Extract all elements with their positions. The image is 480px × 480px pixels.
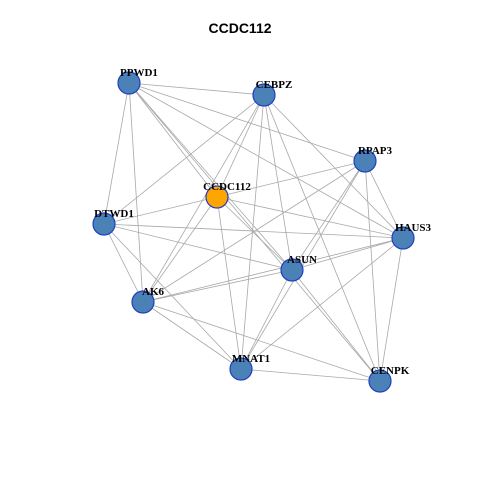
edge-haus3-ak6 bbox=[142, 237, 404, 303]
node-haus3[interactable] bbox=[391, 226, 415, 250]
edge-ccdc112-ak6 bbox=[142, 196, 218, 303]
edge-dtwd1-mnat1 bbox=[103, 223, 242, 370]
edge-ccdc112-haus3 bbox=[216, 196, 404, 239]
node-label-haus3: HAUS3 bbox=[395, 222, 432, 234]
node-dtwd1[interactable] bbox=[92, 212, 116, 236]
edge-haus3-mnat1 bbox=[240, 237, 404, 370]
edge-cebpz-dtwd1 bbox=[103, 94, 265, 225]
edge-ppwd1-cenpk bbox=[128, 82, 381, 382]
edge-layer bbox=[103, 82, 404, 382]
edge-ppwd1-cebpz bbox=[128, 82, 265, 96]
node-cebpz[interactable] bbox=[252, 83, 276, 107]
node-label-ccdc112: CCDC112 bbox=[203, 181, 251, 193]
node-label-mnat1: MNAT1 bbox=[232, 353, 270, 365]
edge-rpap3-haus3 bbox=[364, 160, 404, 239]
edge-ppwd1-ccdc112 bbox=[128, 82, 218, 198]
edge-ak6-cenpk bbox=[142, 301, 381, 382]
graph-title: CCDC112 bbox=[208, 20, 272, 36]
node-ppwd1[interactable] bbox=[117, 71, 141, 95]
node-label-dtwd1: DTWD1 bbox=[94, 208, 134, 220]
edge-cebpz-ak6 bbox=[142, 94, 265, 303]
edge-rpap3-asun bbox=[291, 160, 366, 271]
edge-asun-ak6 bbox=[142, 269, 293, 303]
node-ak6[interactable] bbox=[131, 290, 155, 314]
edge-rpap3-cenpk bbox=[364, 160, 381, 382]
node-label-cebpz: CEBPZ bbox=[256, 79, 293, 91]
edge-ppwd1-rpap3 bbox=[128, 82, 366, 162]
edge-cebpz-haus3 bbox=[263, 94, 404, 239]
edge-ak6-mnat1 bbox=[142, 301, 242, 370]
edge-dtwd1-haus3 bbox=[103, 223, 404, 239]
edge-cebpz-cenpk bbox=[263, 94, 381, 382]
node-label-asun: ASUN bbox=[287, 254, 317, 266]
node-label-cenpk: CENPK bbox=[371, 365, 410, 377]
edge-dtwd1-ak6 bbox=[103, 223, 144, 303]
node-cenpk[interactable] bbox=[368, 369, 392, 393]
edge-ccdc112-asun bbox=[216, 196, 293, 271]
edge-asun-mnat1 bbox=[240, 269, 293, 370]
edge-rpap3-ak6 bbox=[142, 160, 366, 303]
edge-asun-cenpk bbox=[291, 269, 381, 382]
edge-ppwd1-haus3 bbox=[128, 82, 404, 239]
edge-ppwd1-dtwd1 bbox=[103, 82, 130, 225]
edge-rpap3-mnat1 bbox=[240, 160, 366, 370]
edge-ccdc112-mnat1 bbox=[216, 196, 242, 370]
node-rpap3[interactable] bbox=[353, 149, 377, 173]
edge-rpap3-ccdc112 bbox=[216, 160, 366, 198]
node-asun[interactable] bbox=[280, 258, 304, 282]
edge-ppwd1-ak6 bbox=[128, 82, 144, 303]
node-ccdc112[interactable] bbox=[205, 185, 229, 209]
edge-ppwd1-asun bbox=[128, 82, 293, 271]
edge-cebpz-ccdc112 bbox=[216, 94, 265, 198]
edge-ccdc112-dtwd1 bbox=[103, 196, 218, 225]
node-mnat1[interactable] bbox=[229, 357, 253, 381]
edge-mnat1-cenpk bbox=[240, 368, 381, 382]
edge-haus3-cenpk bbox=[379, 237, 404, 382]
node-label-ak6: AK6 bbox=[142, 286, 165, 298]
node-label-ppwd1: PPWD1 bbox=[120, 67, 158, 79]
node-label-rpap3: RPAP3 bbox=[358, 145, 393, 157]
edge-dtwd1-asun bbox=[103, 223, 293, 271]
edge-haus3-asun bbox=[291, 237, 404, 271]
